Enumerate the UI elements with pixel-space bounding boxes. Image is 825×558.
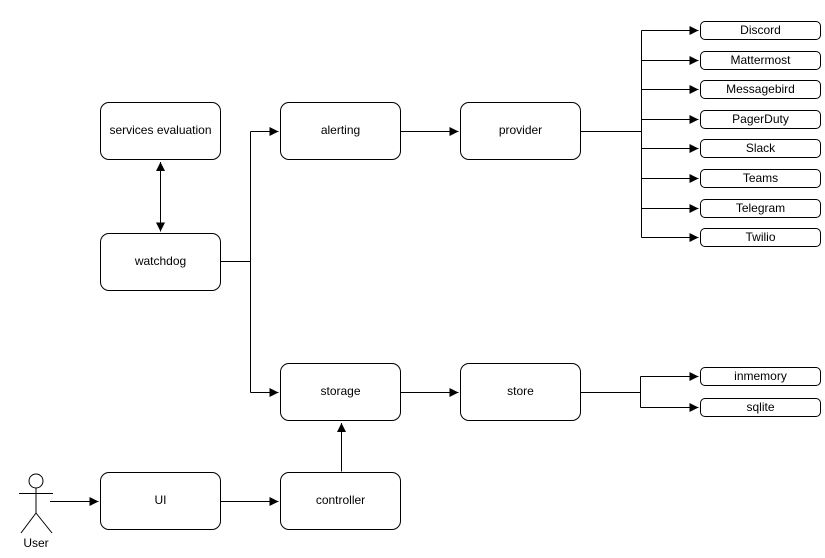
edge-store-fanout [581,372,699,412]
node-storage: storage [280,363,401,421]
node-services-evaluation: services evaluation [100,102,221,160]
node-watchdog: watchdog [100,233,221,291]
provider-telegram: Telegram [700,199,821,218]
provider-slack: Slack [700,139,821,158]
provider-pagerduty: PagerDuty [700,110,821,129]
provider-mattermost: Mattermost [700,51,821,70]
provider-messagebird: Messagebird [700,80,821,99]
node-provider: provider [460,102,581,160]
user-actor-label: User [23,536,49,550]
store-inmemory: inmemory [700,367,821,386]
provider-discord: Discord [700,21,821,40]
node-controller: controller [280,472,401,530]
user-stick-figure-icon [19,473,53,534]
node-ui: UI [100,472,221,530]
node-store: store [460,363,581,421]
provider-teams: Teams [700,169,821,188]
store-sqlite: sqlite [700,398,821,417]
edge-provider-fanout [581,26,699,242]
node-alerting: alerting [280,102,401,160]
provider-twilio: Twilio [700,228,821,247]
